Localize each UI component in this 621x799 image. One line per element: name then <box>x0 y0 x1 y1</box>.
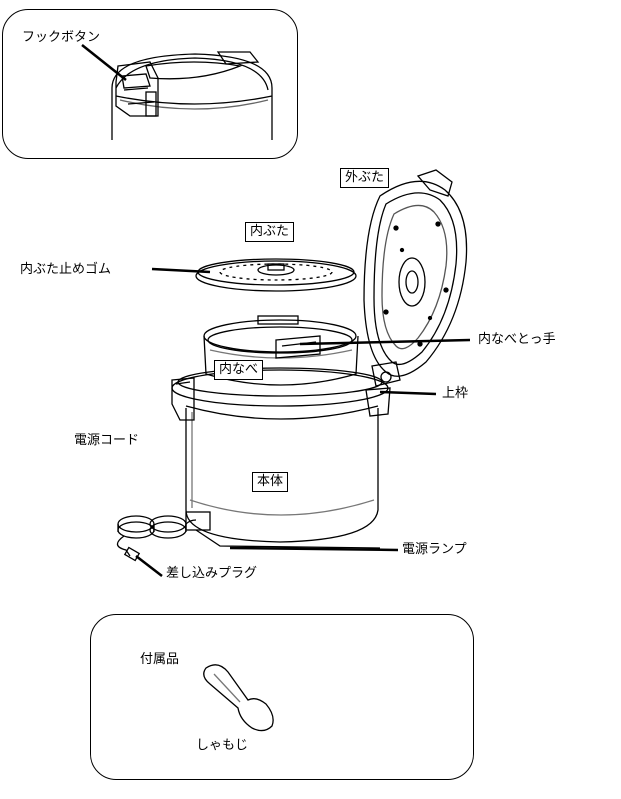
power-lamp-leader <box>229 546 399 552</box>
rice-paddle-drawing <box>203 664 274 732</box>
accessories-panel <box>90 614 474 780</box>
upper-frame-label: 上枠 <box>442 386 469 401</box>
accessories-label: 付属品 <box>140 652 180 667</box>
inner-pot-handle-label: 内なべとっ手 <box>478 332 556 347</box>
power-cord-label: 電源コード <box>74 433 140 448</box>
body-label: 本体 <box>252 472 289 492</box>
power-cord-drawing <box>116 515 197 562</box>
upper-frame-leader <box>379 390 437 396</box>
hook-button-inset-drawing <box>111 51 273 140</box>
inner-lid-rubber-leader <box>151 267 211 274</box>
inner-lid-label: 内ぶた <box>245 222 295 242</box>
inner-pot-label: 内なべ <box>214 360 264 380</box>
outer-lid-label: 外ぶた <box>340 168 390 188</box>
inner-lid-drawing <box>195 258 357 292</box>
plug-leader <box>135 555 163 577</box>
rice-paddle-label: しゃもじ <box>196 738 249 753</box>
inner-lid-rubber-label: 内ぶた止めゴム <box>20 262 112 277</box>
cooker-body-drawing <box>171 367 391 549</box>
plug-label: 差し込みプラグ <box>166 566 258 581</box>
outer-lid-drawing <box>363 169 468 387</box>
power-lamp-label: 電源ランプ <box>402 542 467 557</box>
hook-button-label: フックボタン <box>22 30 101 45</box>
inner-pot-handle-leader <box>299 338 471 346</box>
hook-button-leader <box>81 44 127 81</box>
